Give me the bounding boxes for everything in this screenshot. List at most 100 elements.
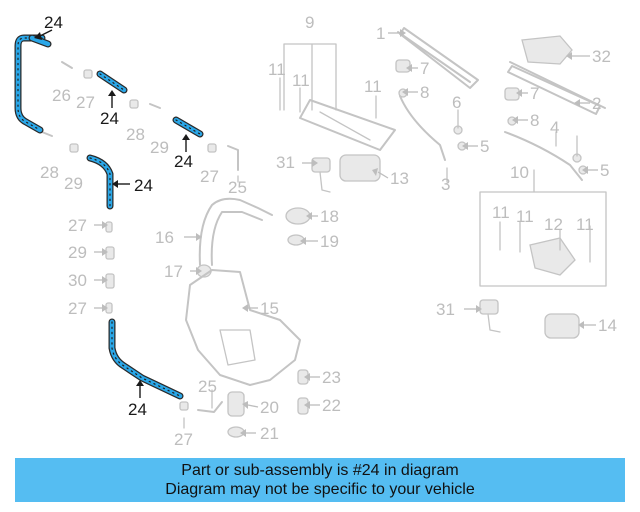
highlight-arrows xyxy=(34,29,190,398)
wiper-linkage xyxy=(299,99,396,151)
clip-7b xyxy=(504,87,520,101)
fitting-29a xyxy=(69,143,79,153)
label-9: 9 xyxy=(305,13,314,32)
filler-neck-inner xyxy=(210,211,263,266)
wiper-arm-3 xyxy=(399,95,446,161)
motor-assembly-box xyxy=(479,191,607,287)
label-7b: 7 xyxy=(530,84,539,103)
leader-lines xyxy=(183,43,591,429)
label-27e: 27 xyxy=(174,430,193,449)
group-9-bracket xyxy=(283,43,337,111)
fitting-28b xyxy=(41,131,53,137)
label-24-4: 24 xyxy=(134,176,153,195)
sensor-31b-wire xyxy=(487,313,501,333)
fitting-27b xyxy=(129,99,139,109)
group-11-leaders xyxy=(279,77,377,119)
label-25a: 25 xyxy=(228,178,247,197)
label-3: 3 xyxy=(441,175,450,194)
wiper-arm-4 xyxy=(504,131,583,181)
fitting-27e xyxy=(179,401,189,411)
label-14: 14 xyxy=(598,316,617,335)
label-11c: 11 xyxy=(364,77,382,96)
hose-24-upper-left xyxy=(14,34,52,134)
faint-arrows xyxy=(94,29,598,437)
hose-24-lower xyxy=(108,318,184,400)
label-6: 6 xyxy=(452,93,461,112)
info-banner: Part or sub-assembly is #24 in diagram D… xyxy=(15,458,625,502)
pump-20 xyxy=(227,391,245,417)
label-31b: 31 xyxy=(436,300,455,319)
group-10-leaders xyxy=(499,221,591,263)
fitting-30 xyxy=(105,273,115,289)
label-19: 19 xyxy=(320,232,339,251)
washer-reservoir xyxy=(185,269,301,386)
fitting-29c xyxy=(105,246,115,260)
motor-bracket xyxy=(529,237,576,276)
part-number-labels: 9 1 32 7 7 8 8 2 6 5 5 4 3 10 13 31 31 1… xyxy=(40,13,617,449)
label-29a: 29 xyxy=(150,138,169,157)
fitting-26 xyxy=(61,61,73,69)
label-7a: 7 xyxy=(420,59,429,78)
label-29c: 29 xyxy=(68,243,87,262)
label-18: 18 xyxy=(320,207,339,226)
label-8b: 8 xyxy=(530,111,539,130)
label-23: 23 xyxy=(322,368,341,387)
linkage-rod xyxy=(319,111,371,141)
label-27c: 27 xyxy=(68,216,87,235)
label-20: 20 xyxy=(260,398,279,417)
leader-6 xyxy=(457,109,578,157)
fitting-29b xyxy=(207,143,217,153)
label-31a: 31 xyxy=(276,153,295,172)
label-16: 16 xyxy=(155,228,174,247)
label-5a: 5 xyxy=(480,137,489,156)
reservoir-pump-mount xyxy=(219,329,256,366)
label-24-1: 24 xyxy=(44,13,63,32)
label-24-3: 24 xyxy=(174,152,193,171)
wiper-motor xyxy=(339,154,381,182)
connector-25b xyxy=(197,401,223,413)
fitting-27c xyxy=(105,221,113,233)
label-11a: 11 xyxy=(268,60,286,79)
banner-line-1: Part or sub-assembly is #24 in diagram xyxy=(181,462,459,479)
label-11f: 11 xyxy=(576,215,594,234)
label-29b: 29 xyxy=(64,174,83,193)
label-2: 2 xyxy=(592,94,601,113)
label-11d: 11 xyxy=(492,203,510,222)
label-27b: 27 xyxy=(200,167,219,186)
label-26: 26 xyxy=(52,86,71,105)
label-11b: 11 xyxy=(292,71,310,90)
label-1: 1 xyxy=(376,24,385,43)
wiper-blade-1-body xyxy=(399,27,479,89)
parts-diagram: 9 1 32 7 7 8 8 2 6 5 5 4 3 10 13 31 31 1… xyxy=(14,13,617,449)
hose-24-short-1 xyxy=(96,70,128,94)
fitting-27a xyxy=(83,69,93,79)
washer-motor-14 xyxy=(544,313,580,339)
hose-24-short-2 xyxy=(172,116,204,138)
label-22: 22 xyxy=(322,396,341,415)
label-24-5: 24 xyxy=(128,400,147,419)
label-10: 10 xyxy=(510,163,529,182)
banner-line-2: Diagram may not be specific to your vehi… xyxy=(165,481,475,498)
label-27a: 27 xyxy=(76,93,95,112)
clip-7a xyxy=(395,59,411,73)
label-12: 12 xyxy=(544,215,563,234)
cowl-cover xyxy=(521,35,573,65)
fitting-28a xyxy=(149,103,161,109)
sensor-31a-wire xyxy=(319,171,331,193)
label-15: 15 xyxy=(260,299,279,318)
label-32: 32 xyxy=(592,47,611,66)
highlight-labels: 24 24 24 24 24 xyxy=(44,13,193,419)
highlighted-hoses xyxy=(14,34,204,400)
label-8a: 8 xyxy=(420,83,429,102)
label-13: 13 xyxy=(390,169,409,188)
hose-24-middle xyxy=(86,154,114,210)
label-11e: 11 xyxy=(516,207,534,226)
label-24-2: 24 xyxy=(100,109,119,128)
label-28b: 28 xyxy=(40,163,59,182)
label-4: 4 xyxy=(550,118,559,137)
sensor-31b xyxy=(479,299,499,315)
filler-neck xyxy=(198,197,273,266)
label-27d: 27 xyxy=(68,299,87,318)
wiper-blade-2-body xyxy=(507,65,601,115)
label-30: 30 xyxy=(68,271,87,290)
